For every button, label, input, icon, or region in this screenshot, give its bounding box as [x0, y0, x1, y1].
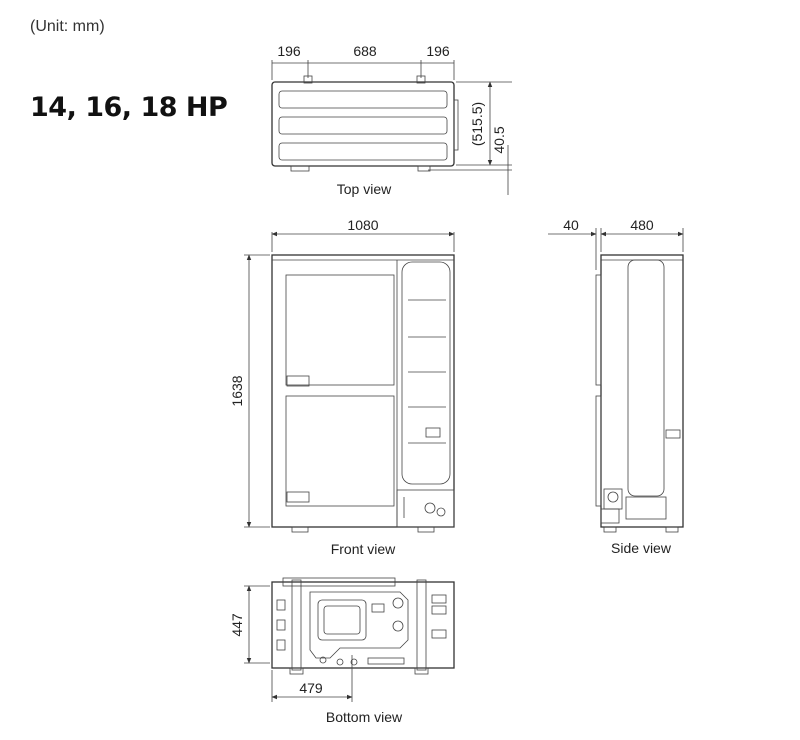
side-view-caption: Side view	[611, 540, 672, 556]
bottom-view-caption: Bottom view	[326, 709, 403, 725]
side-dim-offset: 40	[563, 217, 579, 233]
front-dim-width: 1080	[347, 217, 378, 233]
bottom-dim-span: 479	[299, 680, 323, 696]
top-view-caption: Top view	[337, 181, 392, 197]
top-dim-offset: 40.5	[491, 126, 507, 153]
side-dim-depth: 480	[630, 217, 654, 233]
bottom-dim-depth: 447	[229, 613, 245, 637]
front-dim-height: 1638	[229, 375, 245, 406]
side-view-dimensions: 40 480 Side view	[548, 217, 684, 556]
unit-note: (Unit: mm)	[30, 18, 105, 35]
top-view-dimensions: 196 688 196 (515.5) 40.5 Top view	[271, 43, 512, 197]
top-dim-right: 196	[426, 43, 450, 59]
front-view	[271, 254, 455, 533]
top-dim-left: 196	[277, 43, 301, 59]
model-title: 14, 16, 18 HP	[30, 92, 228, 123]
top-dim-depth: (515.5)	[469, 102, 485, 146]
top-view	[271, 75, 512, 172]
side-view	[595, 254, 684, 533]
bottom-view-dimensions: 447 479 Bottom view	[229, 585, 403, 725]
bottom-view	[271, 577, 455, 675]
front-view-dimensions: 1080 1638 Front view	[229, 217, 455, 557]
front-view-caption: Front view	[331, 541, 396, 557]
top-dim-middle: 688	[353, 43, 377, 59]
